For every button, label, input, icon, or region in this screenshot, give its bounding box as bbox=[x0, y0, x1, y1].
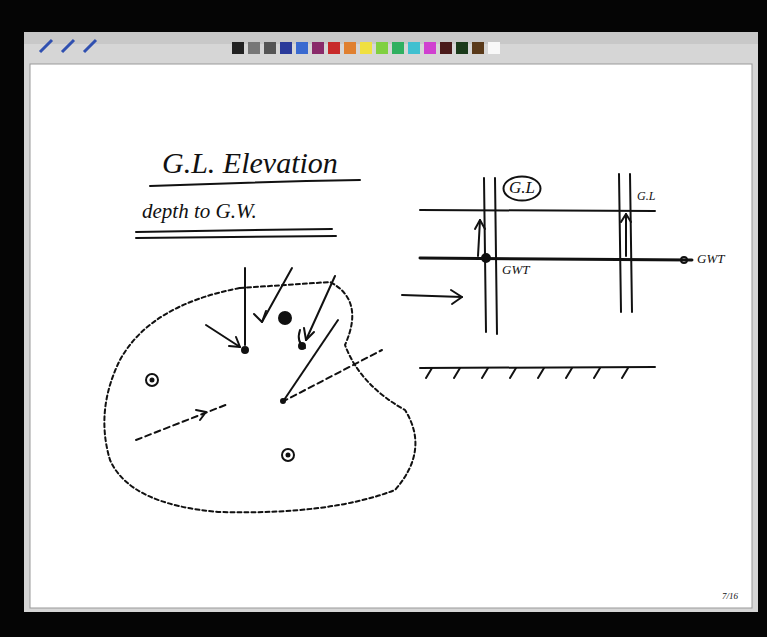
level-label: GWT bbox=[502, 263, 529, 277]
menu-bar bbox=[24, 32, 758, 44]
subheading: depth to G.W. bbox=[142, 200, 257, 223]
title-heading: G.L. Elevation bbox=[162, 146, 338, 179]
node-text: G.L bbox=[509, 179, 535, 198]
sketch bbox=[104, 174, 692, 512]
level-label: G.L bbox=[637, 190, 655, 203]
page-number: 7/16 bbox=[722, 592, 738, 602]
circled-label: G.L bbox=[502, 175, 542, 202]
app-window bbox=[24, 32, 758, 612]
level-label: GWT bbox=[697, 252, 724, 266]
page bbox=[30, 64, 752, 608]
toolbar-swatches bbox=[40, 40, 500, 54]
